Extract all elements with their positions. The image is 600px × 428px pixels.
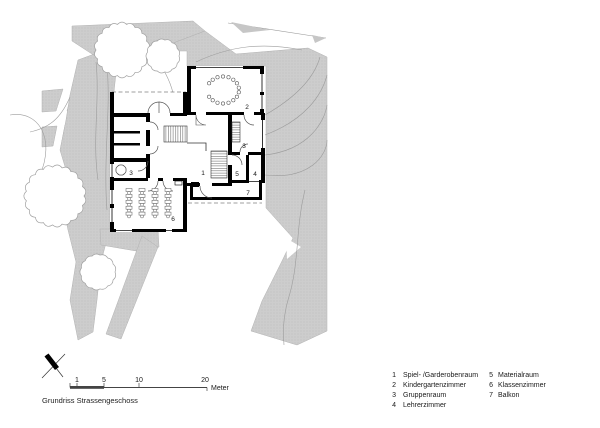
door-arc [195,114,207,126]
legend-item: 1 Spiel- /Garderobenraum [392,372,478,379]
desk-grid [125,188,172,219]
legend-item-label: Spiel- /Garderobenraum [403,372,478,379]
room-label-3-left: 3 [129,170,133,177]
door-arc [199,185,213,199]
legend-item: 2 Kindergartenzimmer [392,382,467,389]
contour-lines [9,45,328,346]
room-label-4: 4 [253,171,257,178]
stair-flight [231,121,241,143]
windows [111,67,263,231]
room-label-5: 5 [235,171,239,178]
scale-tick-label: 1 [75,377,79,384]
legend-item-number: 2 [392,382,396,389]
walls [110,66,265,232]
chair-circle [207,74,241,106]
doors [137,101,255,199]
legend-item-label: Klassenzimmer [498,382,547,389]
tree-icon [94,21,150,79]
north-arrow-icon [41,353,66,379]
scale-tick-label: 5 [102,377,106,384]
legend-item-label: Materialraum [498,372,539,379]
door-arc [158,101,171,114]
room-label-2: 2 [245,104,249,111]
legend-item-number: 7 [489,392,493,399]
door-arc [239,143,249,153]
stair-flight [210,150,228,179]
room-label-6: 6 [171,216,175,223]
room-labels: 1 2 3 3 4 5 6 7 [129,104,257,223]
building: 1 2 3 3 4 5 6 7 [110,66,265,232]
door-arc [149,145,159,155]
vent-box [174,180,183,186]
tree-icon [23,164,87,228]
legend-item-label: Lehrerzimmer [403,402,447,409]
legend-item-number: 4 [392,402,396,409]
scale-tick-label: 10 [135,377,143,384]
legend-item-label: Balkon [498,392,520,399]
door-arc [162,180,174,192]
stair-flight [163,125,188,143]
dashed-lines [112,91,262,204]
tree-icon [79,253,117,291]
legend-item-number: 3 [392,392,396,399]
door-arc [147,101,160,114]
door-arc [243,114,255,126]
legend: 1 Spiel- /Garderobenraum 2 Kindergartenz… [392,372,546,409]
room-label-3-right: 3 [242,143,246,150]
tree-icon [145,38,181,74]
plant-icon [115,164,127,176]
legend-item-number: 6 [489,382,493,389]
scale-bar: 1 5 10 20 Meter [69,377,230,392]
scale-unit-label: Meter [211,385,230,392]
drawing-title: Grundriss Strassengeschoss [42,396,138,405]
legend-item-number: 5 [489,372,493,379]
door-arc [149,121,159,131]
room-label-1: 1 [201,170,205,177]
door-arc [137,160,149,172]
legend-item: 4 Lehrerzimmer [392,402,447,409]
legend-item-label: Gruppenraum [403,392,446,399]
legend-item-label: Kindergartenzimmer [403,382,467,389]
legend-item-number: 1 [392,372,396,379]
scale-tick-label: 20 [201,377,209,384]
legend-item: 6 Klassenzimmer [489,382,546,389]
stairs [163,121,241,179]
room-label-7: 7 [246,190,250,197]
legend-item: 5 Materialraum [489,372,539,379]
legend-item: 7 Balkon [489,392,519,399]
trees [23,21,181,291]
door-arc [231,154,243,166]
door-arc [147,180,159,192]
legend-item: 3 Gruppenraum [392,392,446,399]
road-marking [227,22,327,43]
